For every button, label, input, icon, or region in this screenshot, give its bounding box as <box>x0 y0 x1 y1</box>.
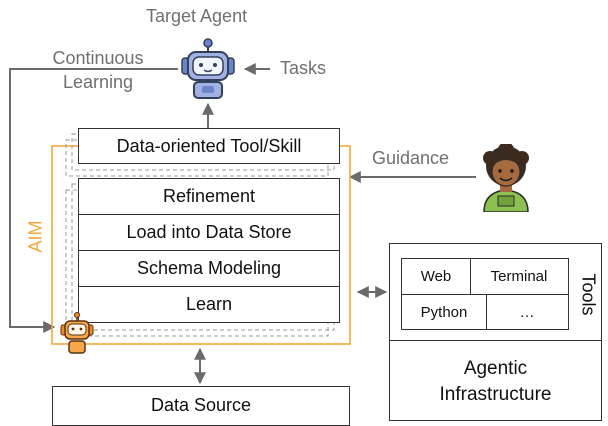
aim-robot-icon <box>60 312 94 354</box>
tool-more: … <box>519 303 535 321</box>
human-guide-icon <box>483 144 529 212</box>
data-source-box: Data Source <box>52 386 350 426</box>
agentic-infrastructure-label: Agentic Infrastructure <box>390 356 601 408</box>
aim-label: AIM <box>25 220 46 253</box>
tools-grid: Web Terminal Python … <box>401 258 569 330</box>
agentic-infrastructure-line-1: Agentic <box>463 358 528 379</box>
target-agent-title: Target Agent <box>146 6 248 26</box>
tasks-label: Tasks <box>280 58 327 78</box>
tools-label: Tools <box>578 273 599 316</box>
tool-python: Python <box>420 303 468 321</box>
continuous-learning-line-2: Learning <box>62 72 134 92</box>
stack-schema-modeling: Schema Modeling <box>78 251 340 287</box>
tool-skill-box: Data-oriented Tool/Skill <box>78 128 340 164</box>
tool-web: Web <box>420 268 452 285</box>
continuous-learning-arrow <box>9 68 178 333</box>
stack-refinement: Refinement <box>78 178 340 215</box>
agentic-infrastructure-panel: Web Terminal Python … Tools Agentic Infr… <box>389 243 602 421</box>
continuous-learning-line-1: Continuous <box>52 48 144 68</box>
continuous-learning-label: Continuous Learning <box>38 46 158 94</box>
tool-terminal: Terminal <box>490 268 548 285</box>
target-agent-robot-icon <box>181 38 235 99</box>
stack-load-into-data-store: Load into Data Store <box>78 215 340 251</box>
stack-learn: Learn <box>78 287 340 323</box>
infrastructure-divider <box>390 340 601 341</box>
agentic-infrastructure-line-2: Infrastructure <box>439 384 552 405</box>
guidance-label: Guidance <box>372 148 450 168</box>
